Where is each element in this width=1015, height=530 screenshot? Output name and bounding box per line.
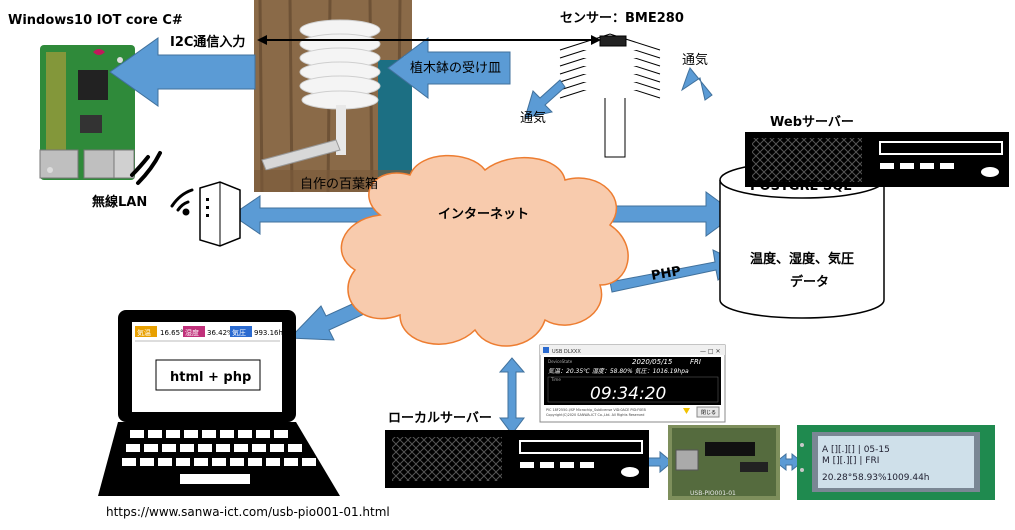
internet-label: インターネット — [438, 207, 529, 222]
wireless-label: 無線LAN — [92, 194, 147, 210]
device-state: DeviceState — [548, 359, 573, 364]
laptop-text: html + php — [170, 370, 251, 385]
arrow-to-db — [599, 191, 737, 237]
app-readings: 気温：20.35℃ 湿度：58.80% 気圧：1016.19hpa — [548, 367, 689, 375]
i2c-label: I2C通信入力 — [170, 34, 245, 50]
pressure-tag-bg — [230, 326, 252, 337]
lcd-row-2: M [][.][] | FRI — [822, 456, 879, 466]
shelter-photo — [254, 0, 412, 193]
app-footer-line2: Copyright(C)2020 SANWA-ICT Co.,Ltd. All … — [546, 413, 644, 417]
lcd-row-3: 20.28°58.93%1009.44h — [822, 473, 930, 483]
laptop — [98, 310, 340, 496]
app-title: USB DLXXX — [552, 349, 581, 355]
board-label: USB-PIO001-01 — [690, 490, 736, 497]
php-label: PHP — [650, 264, 682, 284]
temp-tag: 気温 — [137, 328, 151, 337]
router-wifi-icon — [170, 188, 194, 216]
close-button-label: 閉じる — [701, 410, 716, 416]
db-line-2: データ — [790, 274, 829, 290]
app-date: 2020/05/15 — [632, 358, 673, 366]
humidity-tag-bg — [183, 326, 205, 337]
airflow-right-label: 通気 — [682, 52, 708, 68]
pressure-tag: 気圧 — [232, 328, 246, 337]
local-server-label: ローカルサーバー — [388, 411, 492, 426]
pi-title: Windows10 IOT core C# — [8, 13, 183, 28]
humidity-value: 36.42% — [207, 329, 234, 337]
arrow-vent-right — [681, 67, 713, 101]
close-button[interactable] — [696, 406, 720, 418]
usb-board-photo: USB-PIO001-01 — [668, 425, 780, 500]
sensor-title: センサー：BME280 — [560, 11, 684, 26]
app-footer-line1: PIC 18F2550-I/SP Microchip_Sublicense VI… — [546, 408, 646, 412]
app-time: 09:34:20 — [590, 384, 666, 404]
time-label: Time — [550, 377, 561, 382]
lcd-row-1: A [][.][] | 05-15 — [822, 445, 890, 455]
local-server — [385, 430, 649, 488]
lcd-module: A [][.][] | 05-15 M [][.][] | FRI 20.28°… — [797, 425, 995, 500]
db-name: POSTGRE SQL — [750, 179, 852, 194]
pressure-value: 993.16hp — [254, 329, 288, 337]
arrow-vent-left — [524, 79, 566, 119]
web-server-label: Webサーバー — [770, 115, 854, 130]
app-window: USB DLXXX — □ ✕ DeviceState 2020/05/15 F… — [539, 344, 726, 423]
internet-cloud — [340, 154, 629, 347]
warning-icon — [683, 408, 690, 414]
flowerpot-label-bg — [404, 56, 508, 78]
app-day: FRI — [690, 358, 701, 366]
flowerpot-label: 植木鉢の受け皿 — [410, 61, 501, 76]
db-line-1: 温度、湿度、気圧 — [750, 251, 854, 267]
airflow-left-label: 通気 — [520, 110, 546, 126]
shelter-label: 自作の百葉箱 — [300, 176, 378, 192]
temp-tag-bg — [135, 326, 157, 337]
router-icon — [199, 181, 241, 247]
source-url[interactable]: https://www.sanwa-ict.com/usb-pio001-01.… — [106, 505, 390, 519]
humidity-tag: 湿度 — [185, 328, 199, 337]
sensor-louver — [559, 33, 661, 158]
arrow-local — [498, 357, 526, 435]
raspberry-pi-board — [39, 45, 135, 180]
arrow-to-pi — [109, 37, 256, 107]
laptop-screen-readings: 気温 16.65°C 湿度 36.42% 気圧 993.16hp — [135, 326, 288, 342]
web-server — [745, 132, 1009, 187]
app-window-controls[interactable]: — □ ✕ — [700, 348, 721, 355]
temp-value: 16.65°C — [160, 329, 189, 337]
wifi-icon — [130, 151, 162, 185]
